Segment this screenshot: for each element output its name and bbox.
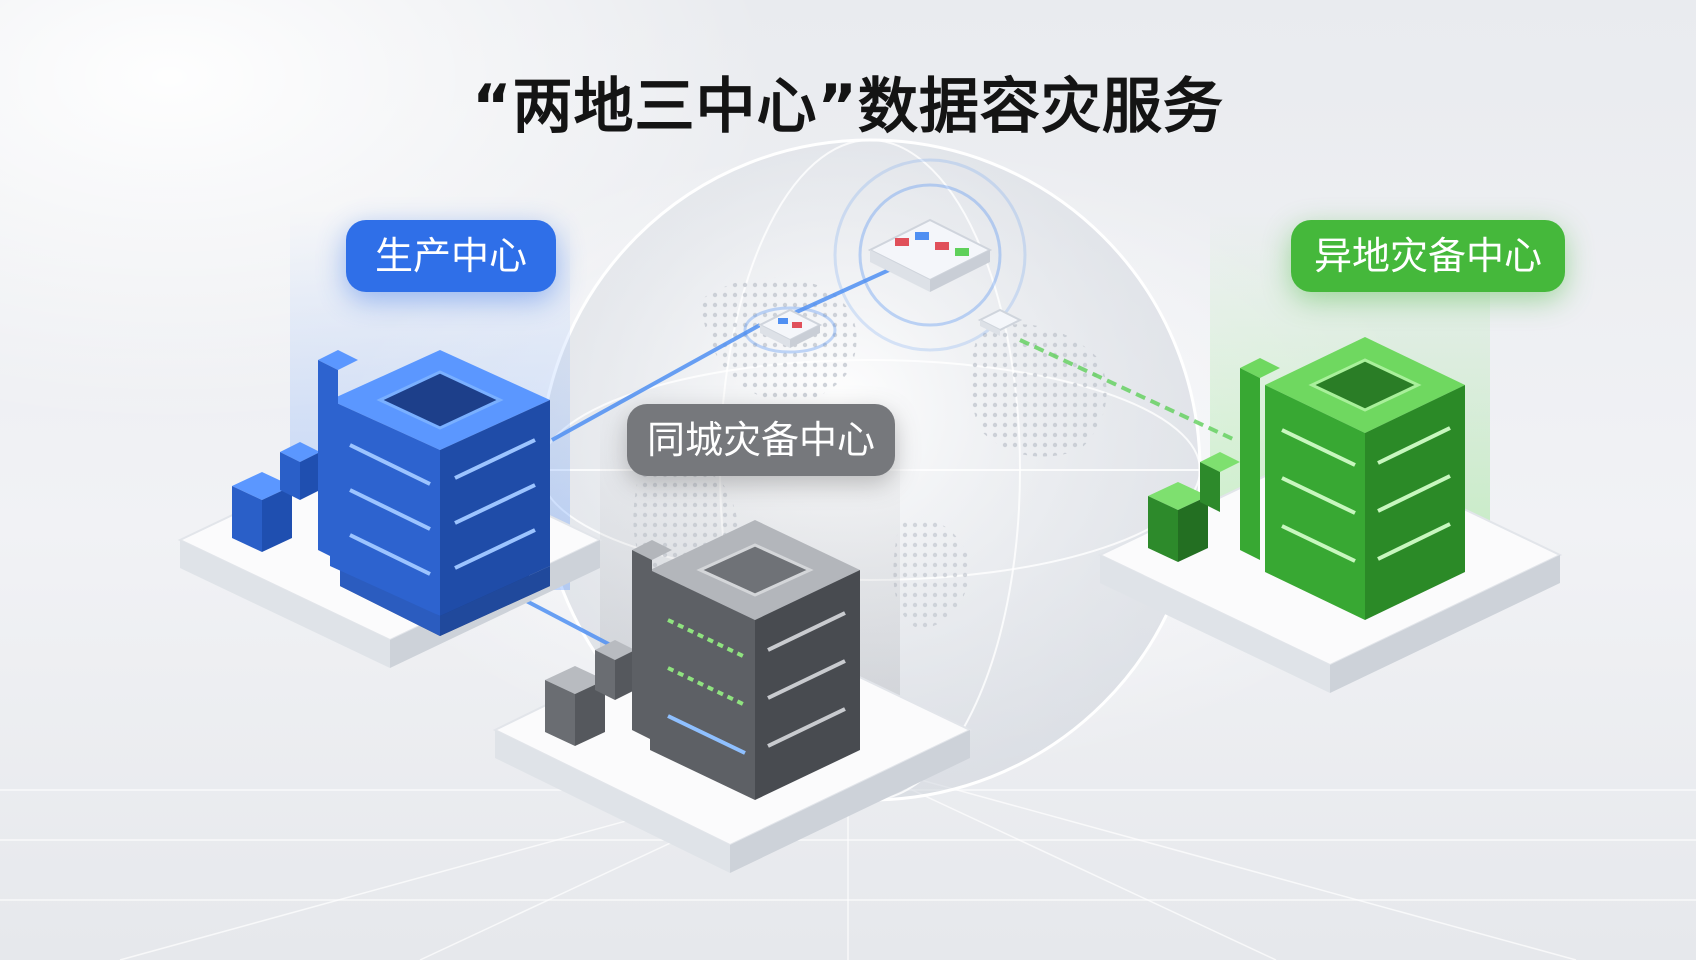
production-center-datacenter-icon [177,350,603,668]
remote-center-datacenter-icon [1097,337,1563,693]
remote-center-label: 异地灾备中心 [1291,220,1565,292]
cloud-node-secondary-icon [743,306,837,354]
page-title: “两地三中心”数据容灾服务 [472,72,1224,142]
production-center-label: 生产中心 [346,220,556,292]
same-city-center-label: 同城灾备中心 [627,404,895,476]
same-city-center-datacenter-icon [492,520,973,873]
link-production-to-cloud [551,263,901,442]
link-cloud-to-remote [1019,338,1236,442]
cloud-node-small-icon [977,308,1023,336]
cloud-node-main-icon [833,158,1027,352]
